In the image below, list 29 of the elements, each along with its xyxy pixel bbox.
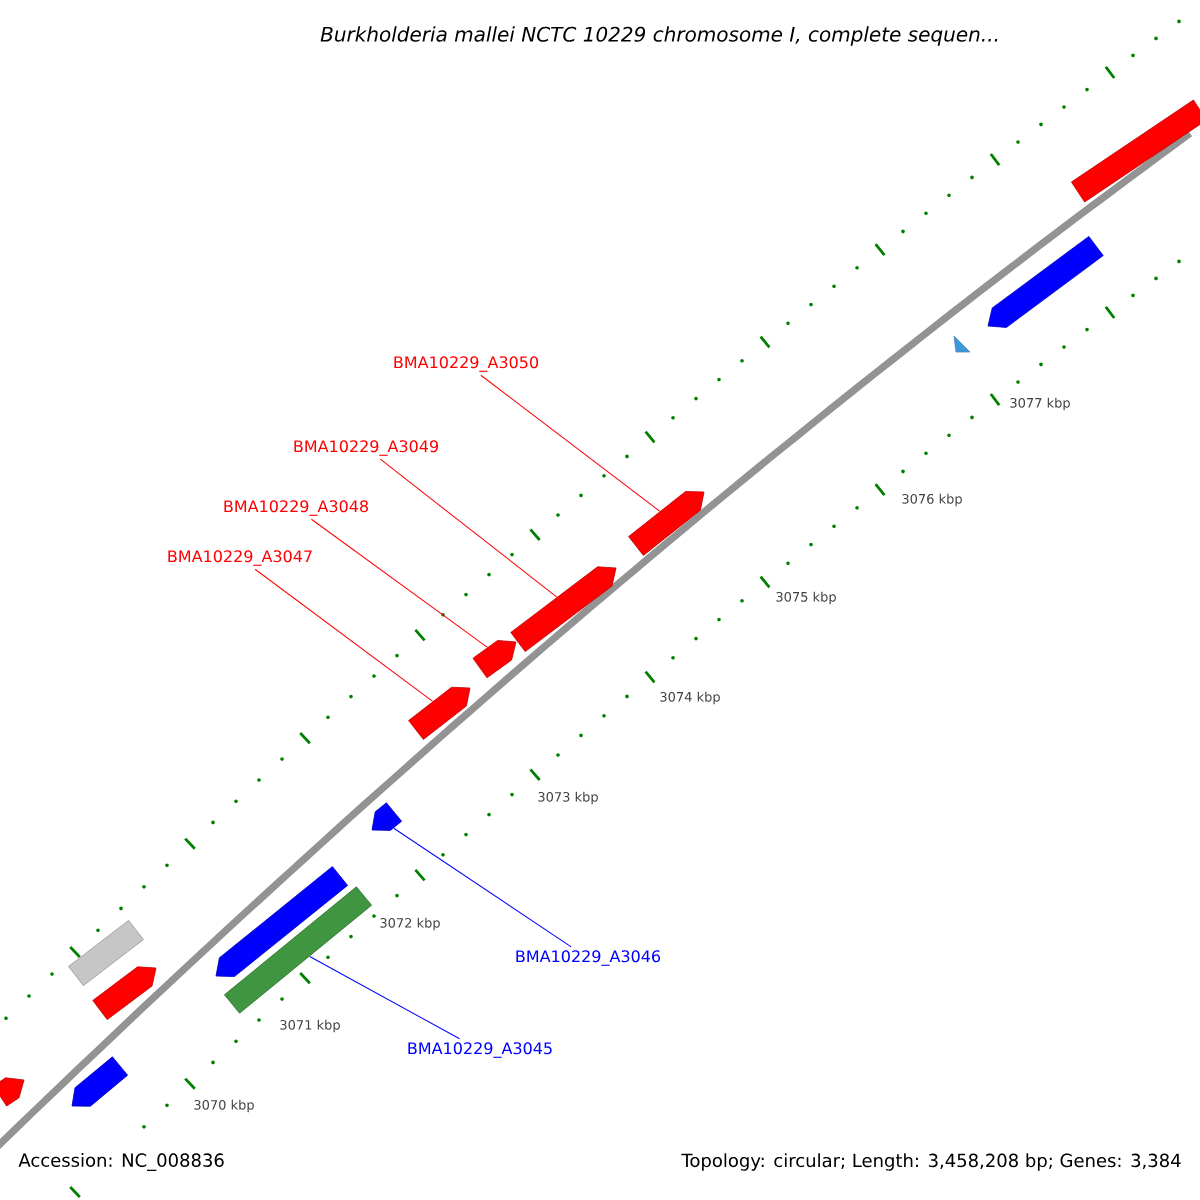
- gene-feature: [0, 1077, 25, 1107]
- leader-line: [393, 827, 572, 948]
- genome-info-text: Topology: circular; Length: 3,458,208 bp; Genes: 3,384: [681, 1153, 1181, 1171]
- leader-line: [309, 955, 461, 1040]
- gene-feature: [510, 566, 617, 652]
- title: Burkholderia mallei NCTC 10229 chromosome I, complete sequen...: [320, 26, 998, 46]
- gene-feature: [71, 1056, 128, 1107]
- leader-line: [254, 568, 434, 702]
- gene-label: BMA10229_A3048: [224, 500, 369, 516]
- gene-label: BMA10229_A3046: [516, 950, 661, 966]
- accession-text: Accession: NC_008836: [18, 1153, 224, 1171]
- gene-feature: [215, 866, 348, 977]
- gene-feature: [408, 686, 471, 740]
- gene-feature: [68, 920, 144, 986]
- gene-feature: [1071, 99, 1200, 203]
- gene-feature: [472, 640, 517, 679]
- gene-feature: [224, 886, 372, 1014]
- gene-label: BMA10229_A3047: [168, 550, 312, 566]
- gene-label: BMA10229_A3050: [394, 356, 539, 372]
- leader-line: [480, 374, 661, 512]
- gene-feature: [987, 236, 1104, 328]
- gene-feature: [628, 491, 705, 556]
- leader-line: [310, 518, 488, 648]
- gene-feature: [92, 966, 157, 1020]
- gene-feature: [371, 802, 402, 831]
- leader-line: [379, 458, 558, 598]
- gene-feature: [953, 335, 971, 353]
- gene-label: BMA10229_A3045: [408, 1042, 552, 1058]
- gene-label: BMA10229_A3049: [294, 440, 438, 456]
